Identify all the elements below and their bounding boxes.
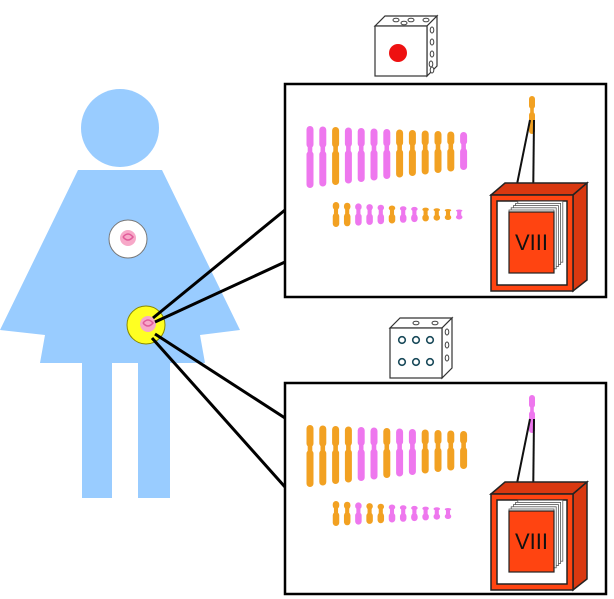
chromosome-small [455,209,463,220]
chromosome-large [370,427,378,480]
chromosome-large [396,428,404,477]
figure-head [81,89,159,167]
chromosome-small [377,204,385,225]
figure-right-leg [138,363,170,498]
chromosome-small [332,501,340,526]
chromosome-large [306,126,314,188]
die-one-pip [389,44,407,62]
chromosome-large [460,132,468,170]
chromosome-small [422,506,429,521]
chromosome-large [421,130,429,175]
die-one-icon [373,14,439,78]
chromosome-large [332,426,340,484]
chromosome-large [408,429,416,475]
book-cover [508,211,555,274]
chromosome-small [422,207,429,222]
chromosome-large [306,425,314,487]
karyotype-panel-top: VIII [283,82,608,299]
chromosome-small [343,501,351,526]
figure-left-leg [82,363,112,498]
chromosome-small [411,505,418,522]
chromosome-large [319,425,327,486]
egg-nucleus [140,316,156,332]
chromosome-small [444,209,452,220]
chromosome-large [344,127,352,184]
chromosome-small [444,508,452,519]
chromosome-small [355,203,362,226]
chromosome-large [344,426,352,483]
book-icon: VIII [488,181,590,293]
chromosome-large [357,128,365,182]
chromosome-small [399,206,407,223]
chromosome-large [434,131,442,173]
chromosome-large [357,427,365,481]
chromosome-large [434,430,442,472]
chromosome-large [447,430,455,471]
book-cover [508,510,555,573]
die-six-pips [397,335,435,367]
chromosome-small [366,204,373,225]
chromosome-small [366,503,373,524]
chest-cell-nucleus [120,230,136,246]
chromosome-small [399,505,407,522]
chromosome-large [408,130,416,176]
chromosome-large [332,127,340,185]
chromosome-highlighted [529,395,535,433]
chromosome-small [332,202,340,227]
die-six-icon [388,316,454,380]
chromosome-large [460,431,468,469]
chest-cell [108,219,148,259]
chromosome-large [383,428,391,478]
chromosome-small [411,206,418,223]
chromosome-large [421,429,429,474]
chromosome-large [370,128,378,181]
chromosome-small [388,205,396,224]
chromosome-small [388,504,396,523]
book-label: VIII [515,230,548,255]
chromosome-small [355,502,362,525]
chromosome-large [383,129,391,179]
karyotype-panel-bottom: VIII [283,381,608,596]
chromosome-large [319,126,327,187]
chromosome-small [433,507,441,520]
book-icon: VIII [488,480,590,592]
chromosome-large [447,131,455,172]
chromosome-large [396,129,404,178]
chromosome-small [343,202,351,227]
chromosome-small [377,503,385,524]
callout-lines [150,208,287,488]
woman-figure [0,89,240,498]
book-label: VIII [515,529,548,554]
chromosome-small [433,208,441,221]
figure-body [0,170,240,363]
